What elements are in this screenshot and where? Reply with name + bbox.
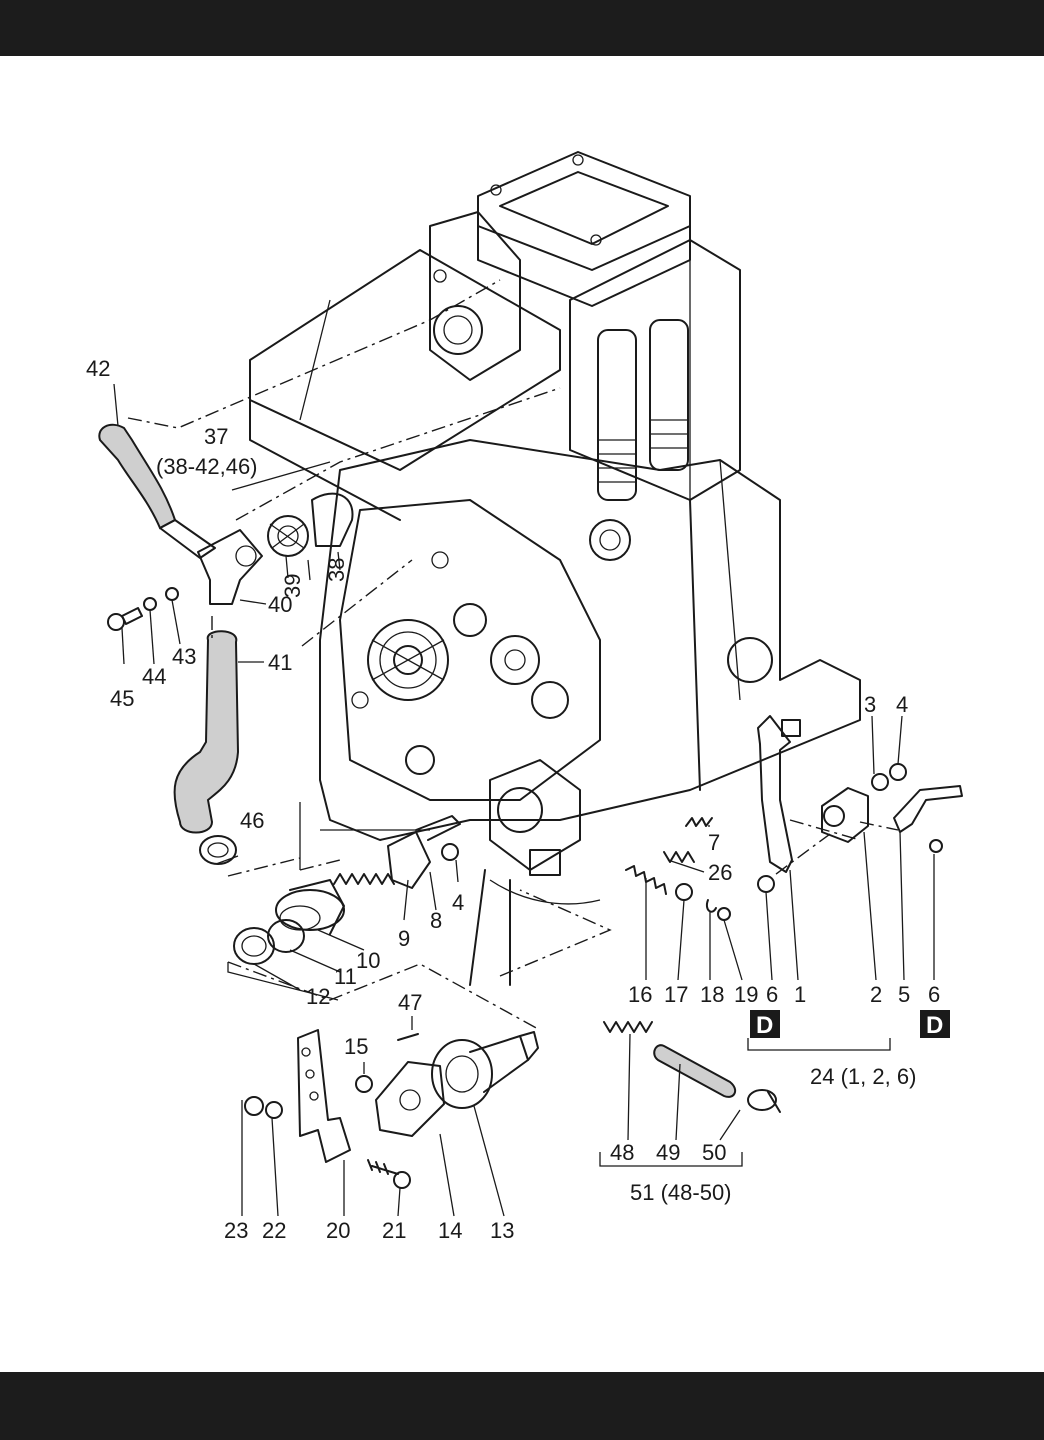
callout-22: 22 (262, 1218, 286, 1243)
callout-3: 3 (864, 692, 876, 717)
group-label-51: 51 (48-50) (630, 1180, 732, 1205)
callout-7: 7 (708, 830, 720, 855)
engine-block (249, 151, 861, 986)
callout-19: 19 (734, 982, 758, 1007)
svg-text:D: D (756, 1012, 773, 1039)
group-label-37: (38-42,46) (156, 454, 258, 479)
callout-38: 38 (324, 558, 349, 582)
callout-20: 20 (326, 1218, 350, 1243)
svg-text:D: D (926, 1012, 943, 1039)
callout-16: 16 (628, 982, 652, 1007)
callout-37: 37 (204, 424, 228, 449)
callout-6-right: 6 (928, 982, 940, 1007)
callout-48: 48 (610, 1140, 634, 1165)
marker-d-right: D (920, 1010, 950, 1039)
callout-5: 5 (898, 982, 910, 1007)
callout-44: 44 (142, 664, 166, 689)
callout-10: 10 (356, 948, 380, 973)
callout-26: 26 (708, 860, 732, 885)
leader-lines (113, 383, 935, 1217)
callout-4-left: 4 (452, 890, 464, 915)
group-label-24: 24 (1, 2, 6) (810, 1064, 916, 1089)
callout-49: 49 (656, 1140, 680, 1165)
callout-18: 18 (700, 982, 724, 1007)
callout-13: 13 (490, 1218, 514, 1243)
header-bar (0, 0, 1044, 56)
callout-41: 41 (268, 650, 292, 675)
callout-8: 8 (430, 908, 442, 933)
callout-4-right: 4 (896, 692, 908, 717)
callout-15: 15 (344, 1034, 368, 1059)
callout-12: 12 (306, 984, 330, 1009)
marker-d-left: D (750, 1010, 780, 1039)
callout-6-left: 6 (766, 982, 778, 1007)
callout-11: 11 (334, 964, 357, 989)
callout-14: 14 (438, 1218, 462, 1243)
callout-43: 43 (172, 644, 196, 669)
callout-46: 46 (240, 808, 264, 833)
callout-47: 47 (398, 990, 422, 1015)
callout-42: 42 (86, 356, 110, 381)
callout-23: 23 (224, 1218, 248, 1243)
callout-50: 50 (702, 1140, 726, 1165)
injection-pump-parts (244, 1021, 781, 1189)
callout-labels: 42 37 (38-42,46) 38 39 40 41 43 44 45 46… (86, 356, 940, 1243)
callout-17: 17 (664, 982, 688, 1007)
footer-bar (0, 1372, 1044, 1440)
callout-40: 40 (268, 592, 292, 617)
callout-39: 39 (280, 574, 305, 598)
callout-45: 45 (110, 686, 134, 711)
reference-lines (127, 279, 899, 1031)
callout-1: 1 (794, 982, 806, 1007)
callout-9: 9 (398, 926, 410, 951)
callout-21: 21 (382, 1218, 406, 1243)
stop-lever-assembly (757, 715, 963, 893)
callout-2: 2 (870, 982, 882, 1007)
breather-hose-assembly (98, 423, 354, 865)
